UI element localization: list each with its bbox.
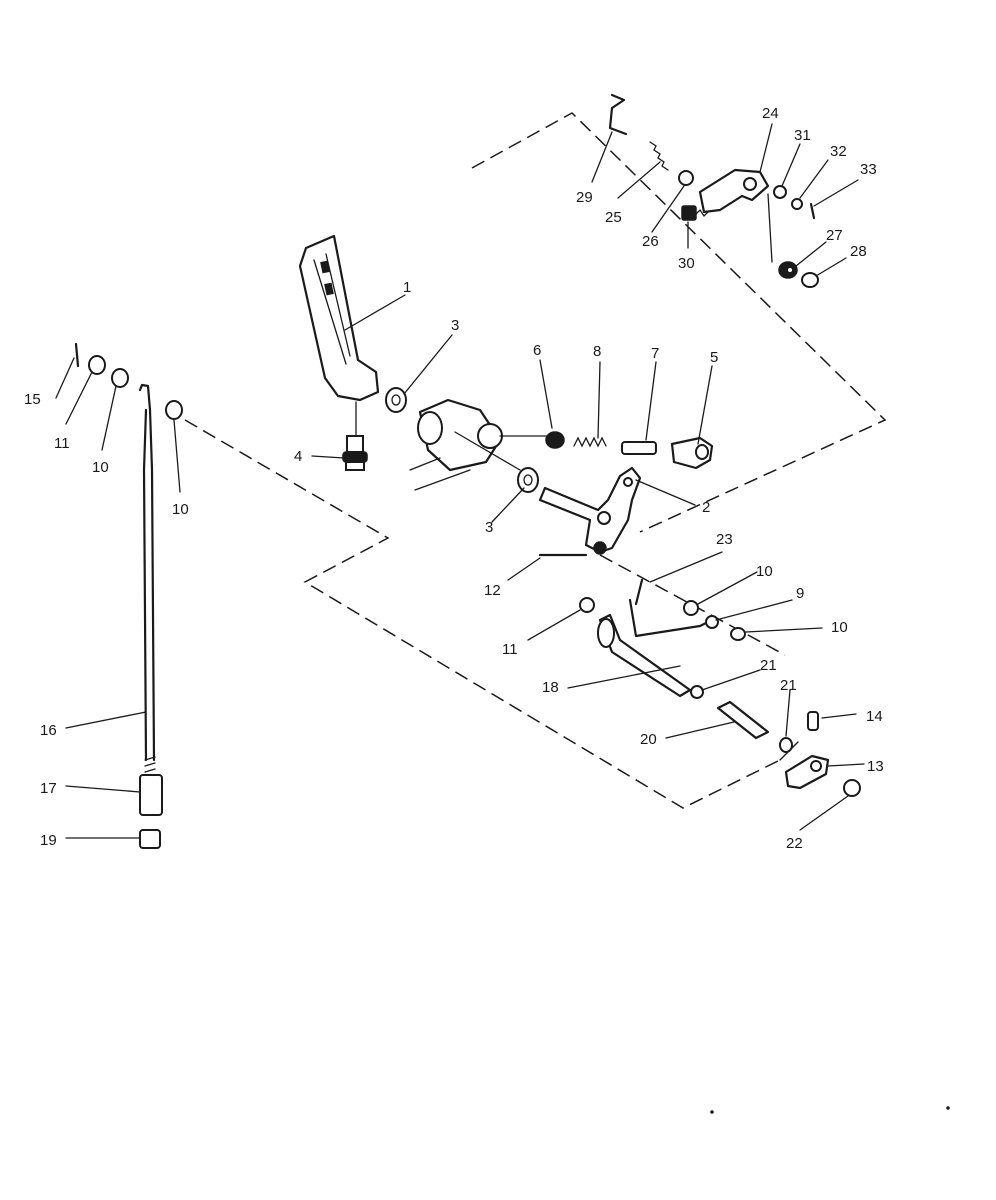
washer-10-right — [165, 400, 183, 420]
callout-26: 26 — [642, 233, 659, 250]
callout-29: 29 — [576, 189, 593, 206]
callout-12: 12 — [484, 582, 501, 599]
hub-housing — [409, 398, 549, 491]
callout-18: 18 — [542, 679, 559, 696]
callout-21-lower: 21 — [780, 677, 797, 694]
threaded-stud — [649, 141, 669, 171]
washer-9 — [705, 615, 719, 629]
callout-22: 22 — [786, 835, 803, 852]
washer-10-lower — [730, 627, 746, 641]
callout-25: 25 — [605, 209, 622, 226]
scan-speck — [946, 1106, 950, 1110]
callout-21-upper: 21 — [760, 657, 777, 674]
washer-lower — [517, 467, 539, 493]
pivot-shaft — [597, 613, 692, 698]
plunger — [621, 441, 657, 455]
shift-lever — [538, 466, 642, 555]
washer-upper — [385, 387, 407, 413]
ball-joint — [778, 261, 798, 279]
jam-nut — [139, 829, 161, 849]
spacer-tube — [716, 700, 770, 740]
callout-33: 33 — [860, 161, 877, 178]
callout-32: 32 — [830, 143, 847, 160]
callout-3-upper: 3 — [451, 317, 459, 334]
callout-17: 17 — [40, 780, 57, 797]
callout-9: 9 — [796, 585, 804, 602]
callout-13: 13 — [867, 758, 884, 775]
washer-11-left — [88, 355, 106, 375]
scan-speck — [710, 1110, 714, 1114]
callout-10-mid: 10 — [756, 563, 773, 580]
callout-3-lower: 3 — [485, 519, 493, 536]
callout-11-left: 11 — [54, 435, 70, 452]
callout-labels: 1 2 3 3 4 5 6 7 8 9 10 10 10 10 11 11 12… — [24, 105, 884, 852]
bolt — [342, 435, 368, 471]
lower-assembly-boundary — [184, 419, 781, 809]
callout-27: 27 — [826, 227, 843, 244]
control-handle — [298, 234, 380, 437]
leader-lines — [55, 123, 865, 839]
small-nut — [678, 170, 694, 186]
clip-33 — [809, 202, 816, 220]
end-bracket — [779, 741, 830, 790]
callout-6: 6 — [533, 342, 541, 359]
callout-10-rod: 10 — [172, 501, 189, 518]
roll-pin — [807, 711, 819, 731]
washer-10-left — [111, 368, 129, 388]
callout-20: 20 — [640, 731, 657, 748]
callout-8: 8 — [593, 343, 601, 360]
callout-10-lower: 10 — [831, 619, 848, 636]
hex-nut-28 — [801, 272, 819, 288]
callout-1: 1 — [403, 279, 411, 296]
callout-11-lower: 11 — [502, 641, 518, 658]
spring — [573, 436, 607, 448]
washer-32 — [791, 198, 803, 210]
locknut-22 — [843, 779, 861, 797]
cotter-pin — [634, 578, 644, 606]
callout-23: 23 — [716, 531, 733, 548]
callout-10-left: 10 — [92, 459, 109, 476]
callout-24: 24 — [762, 105, 779, 122]
callout-7: 7 — [651, 345, 659, 362]
callout-15: 15 — [24, 391, 41, 408]
bushing-21a — [690, 685, 704, 699]
spring-clip — [608, 93, 628, 136]
clip-15 — [74, 342, 80, 368]
bent-rod — [628, 598, 714, 638]
ball — [545, 431, 565, 449]
callout-16: 16 — [40, 722, 57, 739]
bushing-21b — [779, 737, 793, 753]
callout-31: 31 — [794, 127, 811, 144]
callout-4: 4 — [294, 448, 302, 465]
knob-end — [670, 436, 714, 470]
washer-10-mid — [683, 600, 699, 616]
washer-11-lower — [579, 597, 595, 613]
callout-14: 14 — [866, 708, 883, 725]
coupling — [139, 774, 163, 816]
bracket-arm — [698, 168, 773, 263]
callout-2: 2 — [702, 499, 710, 516]
callout-28: 28 — [850, 243, 867, 260]
callout-19: 19 — [40, 832, 57, 849]
callout-5: 5 — [710, 349, 718, 366]
shift-rod — [138, 383, 156, 773]
washer-31 — [773, 185, 787, 199]
adjusting-screw — [681, 205, 709, 221]
callout-30: 30 — [678, 255, 695, 272]
